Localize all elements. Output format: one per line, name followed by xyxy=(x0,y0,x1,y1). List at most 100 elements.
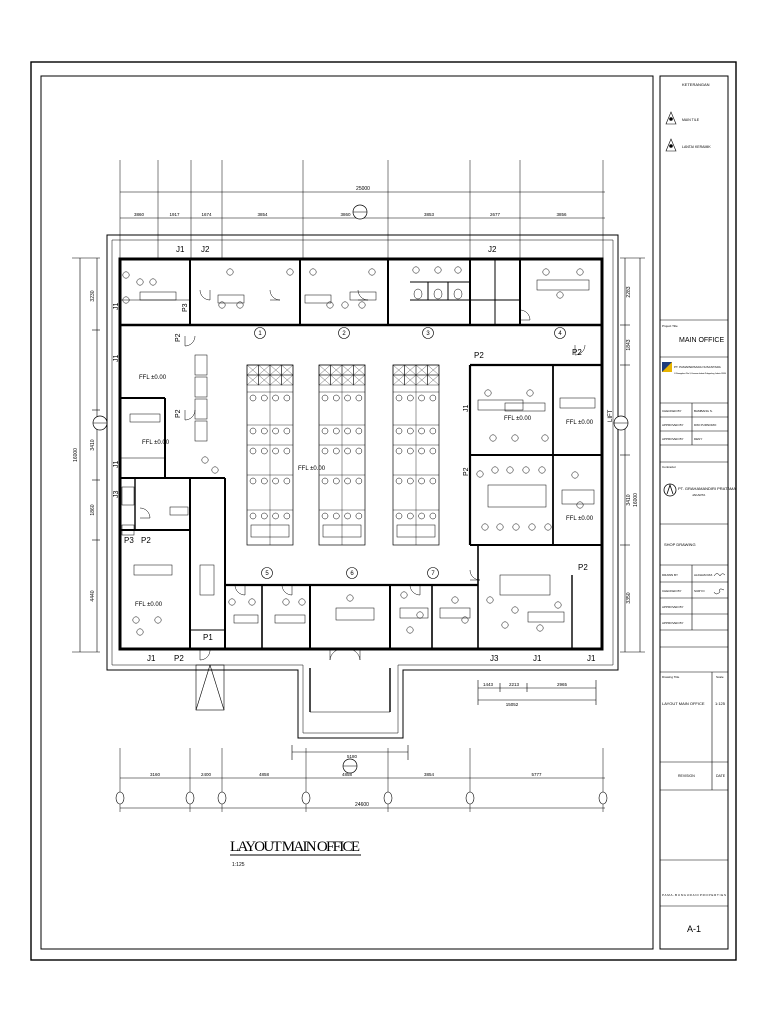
chair xyxy=(418,394,425,402)
project-title: MAIN OFFICE xyxy=(679,337,724,344)
tag-j1-bottom-b: J1 xyxy=(533,654,542,663)
chair xyxy=(355,394,363,402)
cabinet-cross xyxy=(404,374,417,386)
client-address: Jl. Rawagelam I No. 9, Kawasan Industri … xyxy=(674,372,727,375)
desk xyxy=(233,614,259,624)
cabinet-cross xyxy=(258,364,271,376)
bottom-rooms xyxy=(225,583,478,649)
chair xyxy=(272,427,279,435)
chair xyxy=(512,523,520,531)
tag-p2-right: P2 xyxy=(474,351,484,360)
approval-label: DRAWN BY xyxy=(662,573,678,577)
desk xyxy=(561,489,595,505)
desk xyxy=(121,524,135,536)
tag-j1-left: J1 xyxy=(113,303,120,311)
tag-p3-top: P3 xyxy=(182,303,189,312)
tag-p3-left: P3 xyxy=(124,536,134,545)
cabinet-cross xyxy=(427,364,440,376)
approval-label: APPROVED BY xyxy=(662,621,684,625)
chair xyxy=(554,601,562,609)
drawing-scale-value: 1:125 xyxy=(715,701,726,706)
element-tags: J1 J2 J2 P3 P2 P2 P2 P1 J1 P2 J3 J1 J1 P… xyxy=(113,245,614,663)
desk xyxy=(335,607,375,621)
chair xyxy=(333,427,340,435)
chair xyxy=(454,266,462,274)
chair xyxy=(321,394,329,402)
legend-item-lantai: LANTAI KERAMIK xyxy=(682,145,711,149)
legend-item-main-tile: MAIN TILE xyxy=(682,118,700,122)
chair xyxy=(355,477,363,485)
approval-label: CHECKED BY xyxy=(662,409,682,413)
chair xyxy=(395,512,403,520)
chair xyxy=(309,268,317,276)
chair xyxy=(333,477,340,485)
chair xyxy=(528,523,536,531)
dim-entrance: 5180 xyxy=(347,754,358,759)
cabinet xyxy=(281,374,294,386)
chair xyxy=(261,394,268,402)
cabinet-cross xyxy=(415,374,428,386)
chair xyxy=(282,598,290,606)
chair xyxy=(272,394,279,402)
chair xyxy=(395,447,403,455)
chair xyxy=(228,598,236,606)
chair xyxy=(344,477,351,485)
chair xyxy=(538,466,546,474)
chair xyxy=(407,394,414,402)
tag-j1-left-b: J1 xyxy=(113,355,120,363)
chair xyxy=(261,477,268,485)
chair xyxy=(122,271,130,279)
chair xyxy=(461,616,469,624)
top-dimension-lines xyxy=(119,160,605,258)
chair xyxy=(283,394,291,402)
tag-p2-lobby: P2 xyxy=(578,563,588,572)
chair xyxy=(272,512,279,520)
chair xyxy=(395,394,403,402)
chair xyxy=(501,621,509,629)
contractor-name: PT. GRAHAMANDIRI PRATAMA xyxy=(678,486,736,491)
dim-right-1: 2283 xyxy=(626,286,632,297)
tag-p2-mid-b: P2 xyxy=(175,409,182,418)
chair xyxy=(333,447,340,455)
cabinet-cross xyxy=(258,374,271,386)
chair xyxy=(298,598,306,606)
drawing-frame xyxy=(40,75,654,950)
tag-p2-bottom: P2 xyxy=(174,654,184,663)
cabinet-cross xyxy=(427,374,440,386)
chair xyxy=(346,594,354,602)
room-bubble-label: 4 xyxy=(558,331,562,337)
desk xyxy=(250,524,290,538)
workstation-cluster xyxy=(318,364,366,546)
filing-cabinet xyxy=(194,354,208,376)
chair xyxy=(418,512,425,520)
grid-axis-bubble xyxy=(598,791,608,805)
chair xyxy=(544,523,552,531)
chair xyxy=(333,512,340,520)
chair xyxy=(283,512,291,520)
desk xyxy=(322,524,362,538)
cabinet xyxy=(427,374,440,386)
dim-bottom-segment: 2400 xyxy=(201,772,212,777)
terrace-inner-outline xyxy=(111,239,614,734)
chair xyxy=(400,591,408,599)
dim-left-total: 16000 xyxy=(73,448,79,462)
chair xyxy=(418,427,425,435)
client-name: PT. PAMAPERSADA NUSANTARA xyxy=(674,365,721,369)
cabinet-cross xyxy=(281,364,294,376)
legend-header: KETERANGAN xyxy=(682,82,710,87)
chair xyxy=(249,447,257,455)
chair xyxy=(344,447,351,455)
dim-left-1: 3230 xyxy=(90,290,96,301)
cabinet-cross xyxy=(341,364,354,376)
cabinet-cross xyxy=(404,364,417,376)
chair xyxy=(522,466,530,474)
chair xyxy=(429,477,437,485)
room-bubble xyxy=(427,567,439,579)
chair xyxy=(506,466,514,474)
desk xyxy=(349,291,377,301)
entrance-ramp xyxy=(195,664,225,711)
desk xyxy=(133,564,173,576)
